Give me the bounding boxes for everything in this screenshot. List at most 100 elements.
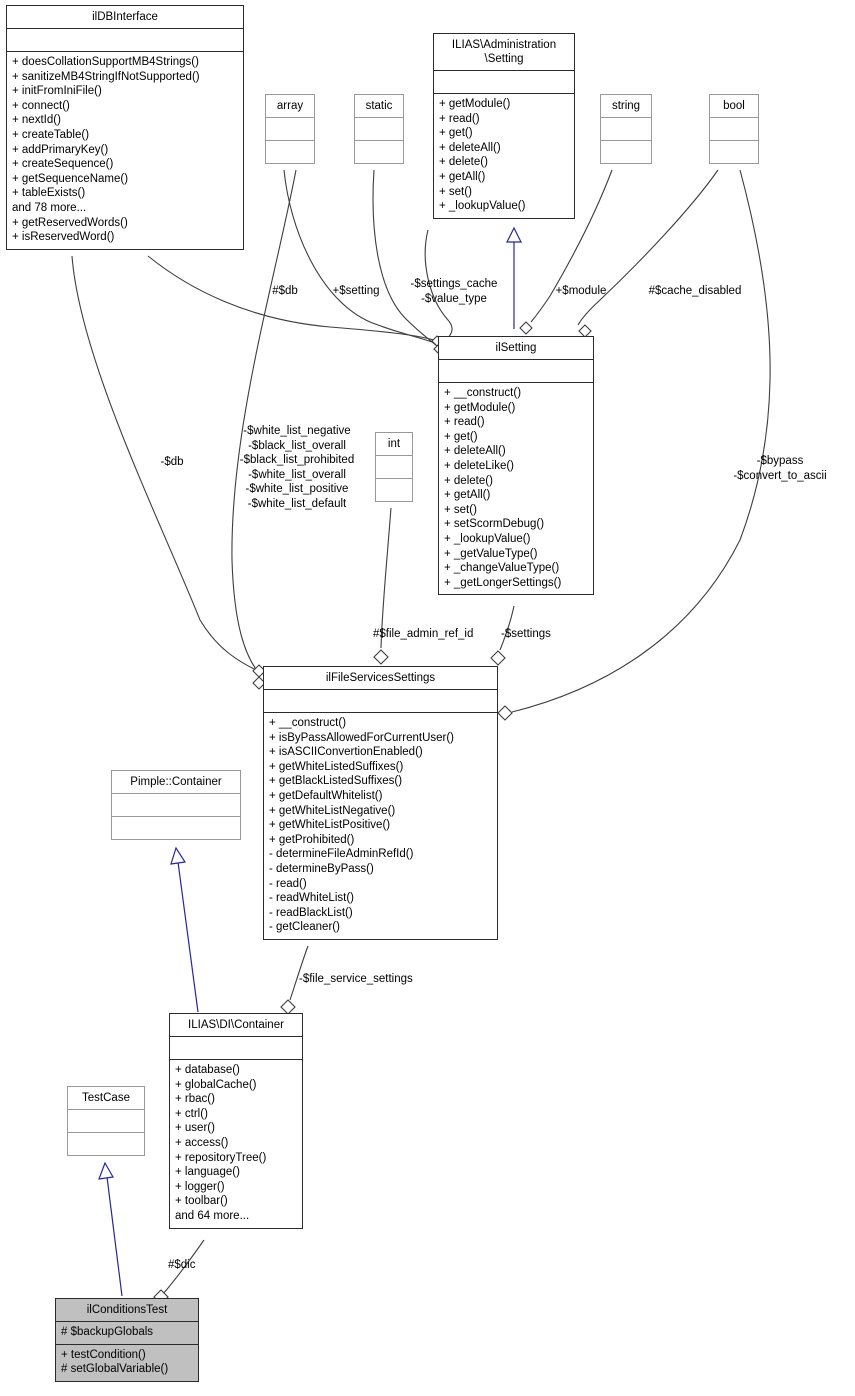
- op-row: + toolbar(): [175, 1195, 228, 1208]
- class-ops-di-container: + database() + globalCache() + rbac() + …: [170, 1060, 302, 1228]
- edge-label-cache-disabled: #$cache_disabled: [648, 285, 742, 297]
- class-ops-array: [266, 141, 314, 163]
- inherit-arrowhead-ilconditionstest: [98, 1161, 114, 1180]
- op-row: + addPrimaryKey(): [12, 143, 109, 156]
- op-row: + doesCollationSupportMB4Strings(): [12, 56, 199, 68]
- class-ops-ilsetting: + __construct() + getModule() + read() +…: [439, 383, 593, 594]
- op-row: + _lookupValue(): [439, 200, 526, 213]
- edge-label-settings-private: -$settings: [501, 628, 551, 640]
- op-row: + user(): [175, 1122, 215, 1135]
- edge-ilsetting-ilfileservicessettings: [499, 605, 515, 651]
- op-row: - readBlackList(): [269, 906, 353, 919]
- op-row: + set(): [439, 185, 472, 198]
- class-attrs-ildbinterface: [7, 29, 243, 51]
- edge-label-db-private: -$db: [160, 456, 184, 468]
- op-row: + deleteAll(): [439, 141, 501, 154]
- op-row: + set(): [444, 503, 477, 516]
- op-row: + read(): [439, 112, 480, 125]
- class-title-ildbinterface: ilDBInterface: [92, 11, 158, 23]
- op-row: + _getValueType(): [444, 547, 538, 560]
- op-row: + getModule(): [439, 98, 511, 110]
- op-row: # setGlobalVariable(): [61, 1363, 169, 1376]
- op-row: + __construct(): [444, 387, 522, 399]
- class-attrs-pimple-container: [112, 794, 240, 816]
- op-row: + getSequenceName(): [12, 172, 129, 185]
- op-row: + rbac(): [175, 1093, 215, 1106]
- op-row: - determineByPass(): [269, 862, 374, 875]
- aggregation-diamond-fileadminrefid: [373, 649, 389, 665]
- op-row: + getAll(): [444, 489, 491, 502]
- class-title-array: array: [276, 100, 304, 112]
- edge-label-file-admin-ref-id: #$file_admin_ref_id: [373, 628, 474, 640]
- attr-row: # $backupGlobals: [61, 1326, 154, 1338]
- class-title-bool: bool: [723, 100, 745, 112]
- op-row: + repositoryTree(): [175, 1151, 267, 1164]
- class-title-ilfileservicessettings: ilFileServicesSettings: [325, 672, 436, 684]
- op-row: + getBlackListedSuffixes(): [269, 775, 403, 788]
- edge-string-ilsetting: [530, 169, 613, 323]
- edge-label-setting: +$setting: [332, 285, 380, 297]
- op-row: + _getLongerSettings(): [444, 576, 562, 589]
- edge-settingscache-ilsetting: [424, 229, 453, 341]
- edge-pimple-inherits-dicontainer: [177, 861, 199, 1013]
- edge-dicontainer-ilconditionstest: [162, 1239, 205, 1295]
- op-row: + setScormDebug(): [444, 518, 545, 531]
- op-row: + access(): [175, 1136, 229, 1149]
- class-node-ildbinterface[interactable]: ilDBInterface + doesCollationSupportMB4S…: [6, 5, 244, 250]
- class-node-ilconditionstest[interactable]: ilConditionsTest # $backupGlobals + test…: [55, 1298, 199, 1382]
- class-node-ilsetting[interactable]: ilSetting + __construct() + getModule() …: [438, 336, 594, 596]
- op-row: + getAll(): [439, 170, 486, 183]
- class-node-string[interactable]: string: [600, 94, 652, 164]
- class-node-di-container[interactable]: ILIAS\DI\Container + database() + global…: [169, 1013, 303, 1229]
- op-row: + getProhibited(): [269, 833, 355, 846]
- op-row: + getModule(): [444, 401, 516, 414]
- op-row: + read(): [444, 416, 485, 429]
- class-node-bool[interactable]: bool: [709, 94, 759, 164]
- op-row: + isASCIIConvertionEnabled(): [269, 746, 423, 759]
- op-row: + delete(): [439, 156, 488, 169]
- op-row: + getReservedWords(): [12, 216, 128, 229]
- class-attrs-di-container: [170, 1037, 302, 1059]
- op-row: + nextId(): [12, 114, 61, 127]
- class-title-static: static: [365, 100, 393, 112]
- aggregation-diamond-bypass-ilfileservicessettings: [497, 705, 513, 721]
- edge-label-file-service-settings: -$file_service_settings: [299, 973, 413, 985]
- class-title-testcase: TestCase: [82, 1092, 130, 1104]
- op-row: + globalCache(): [175, 1078, 257, 1091]
- class-ops-static: [355, 141, 403, 163]
- op-row: + connect(): [12, 99, 70, 112]
- class-ops-testcase: [68, 1133, 144, 1155]
- op-row: + delete(): [444, 474, 493, 487]
- op-row: + getWhiteListNegative(): [269, 804, 396, 817]
- class-title-ilconditionstest: ilConditionsTest: [86, 1304, 168, 1316]
- class-title-pimple-container: Pimple::Container: [130, 776, 222, 788]
- class-title-string: string: [611, 100, 641, 112]
- class-node-testcase[interactable]: TestCase: [67, 1086, 145, 1156]
- op-row: + testCondition(): [61, 1348, 146, 1361]
- op-row: - determineFileAdminRefId(): [269, 848, 414, 861]
- class-node-ilfileservicessettings[interactable]: ilFileServicesSettings + __construct() +…: [263, 666, 498, 940]
- class-node-array[interactable]: array: [265, 94, 315, 164]
- class-node-int[interactable]: int: [375, 432, 413, 502]
- op-row: + database(): [175, 1064, 240, 1076]
- op-row: + initFromIniFile(): [12, 85, 102, 98]
- op-row: + isByPassAllowedForCurrentUser(): [269, 731, 455, 744]
- class-node-administration-setting[interactable]: ILIAS\Administration \Setting + getModul…: [433, 33, 575, 219]
- op-row: + language(): [175, 1166, 240, 1179]
- op-row: + _changeValueType(): [444, 562, 560, 575]
- class-node-pimple-container[interactable]: Pimple::Container: [111, 770, 241, 840]
- edge-int-ilfileservicessettings: [380, 507, 392, 649]
- class-node-static[interactable]: static: [354, 94, 404, 164]
- op-row: - readWhiteList(): [269, 892, 354, 905]
- aggregation-diamond-settings-ilfileservicessettings: [490, 650, 506, 666]
- op-row: + getDefaultWhitelist(): [269, 789, 383, 802]
- class-attrs-ilsetting: [439, 360, 593, 382]
- op-row: + deleteLike(): [444, 459, 514, 472]
- op-row: + deleteAll(): [444, 445, 506, 458]
- class-ops-int: [376, 479, 412, 501]
- edge-label-db-hash: #$db: [272, 285, 298, 297]
- op-row: + tableExists(): [12, 187, 86, 200]
- class-attrs-int: [376, 456, 412, 478]
- class-ops-bool: [710, 141, 758, 163]
